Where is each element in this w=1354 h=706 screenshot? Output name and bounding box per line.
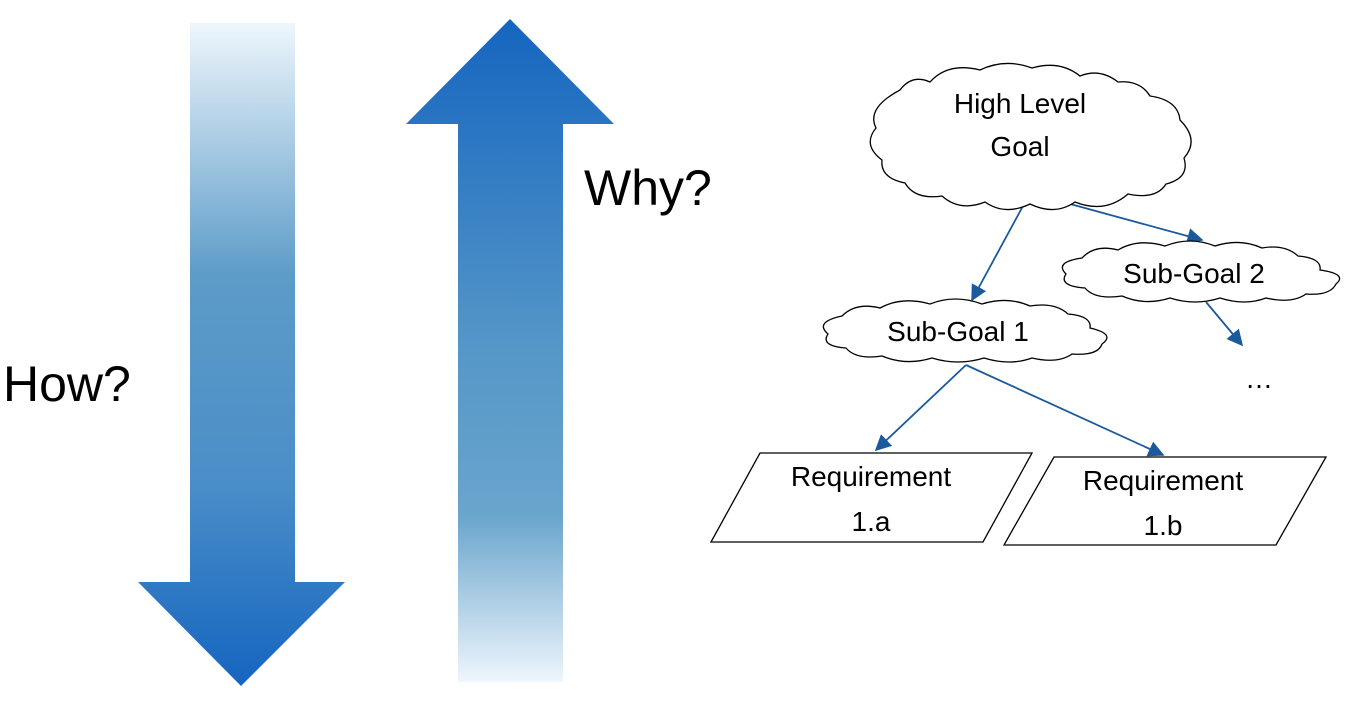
sub-goal-2-node: Sub-Goal 2 — [1061, 240, 1341, 303]
connector-subgoal1-to-req1b — [965, 364, 1165, 457]
how-label: How? — [3, 356, 131, 412]
sub-goal-2-cloud — [1061, 240, 1341, 303]
requirement-1b-node: Requirement 1.b — [1002, 456, 1328, 546]
requirement-1b-shape — [1002, 456, 1328, 546]
why-up-arrow — [406, 19, 614, 682]
why-label: Why? — [584, 160, 712, 216]
high-level-goal-line1: High Level — [954, 88, 1086, 119]
sub-goal-1-label: Sub-Goal 1 — [887, 316, 1029, 347]
sub-goal-1-node: Sub-Goal 1 — [822, 298, 1108, 363]
requirement-1a-line2: 1.a — [852, 506, 891, 537]
requirement-1b-line1: Requirement — [1083, 465, 1244, 496]
requirement-1a-node: Requirement 1.a — [709, 452, 1034, 543]
connector-goal-to-subgoal1 — [971, 192, 1031, 302]
sub-goal-1-cloud — [822, 298, 1108, 363]
ellipsis-label: … — [1245, 363, 1273, 394]
connector-subgoal2-to-ellipsis — [1205, 301, 1244, 347]
sub-goal-2-label: Sub-Goal 2 — [1123, 258, 1265, 289]
connector-subgoal1-to-req1a — [874, 364, 967, 452]
how-down-arrow — [138, 23, 345, 686]
requirement-1a-shape — [709, 452, 1034, 543]
requirement-1a-line1: Requirement — [791, 461, 952, 492]
high-level-goal-line2: Goal — [990, 131, 1049, 162]
high-level-goal-node: High Level Goal — [869, 62, 1192, 211]
high-level-goal-cloud — [869, 62, 1192, 211]
requirement-1b-line2: 1.b — [1144, 510, 1183, 541]
